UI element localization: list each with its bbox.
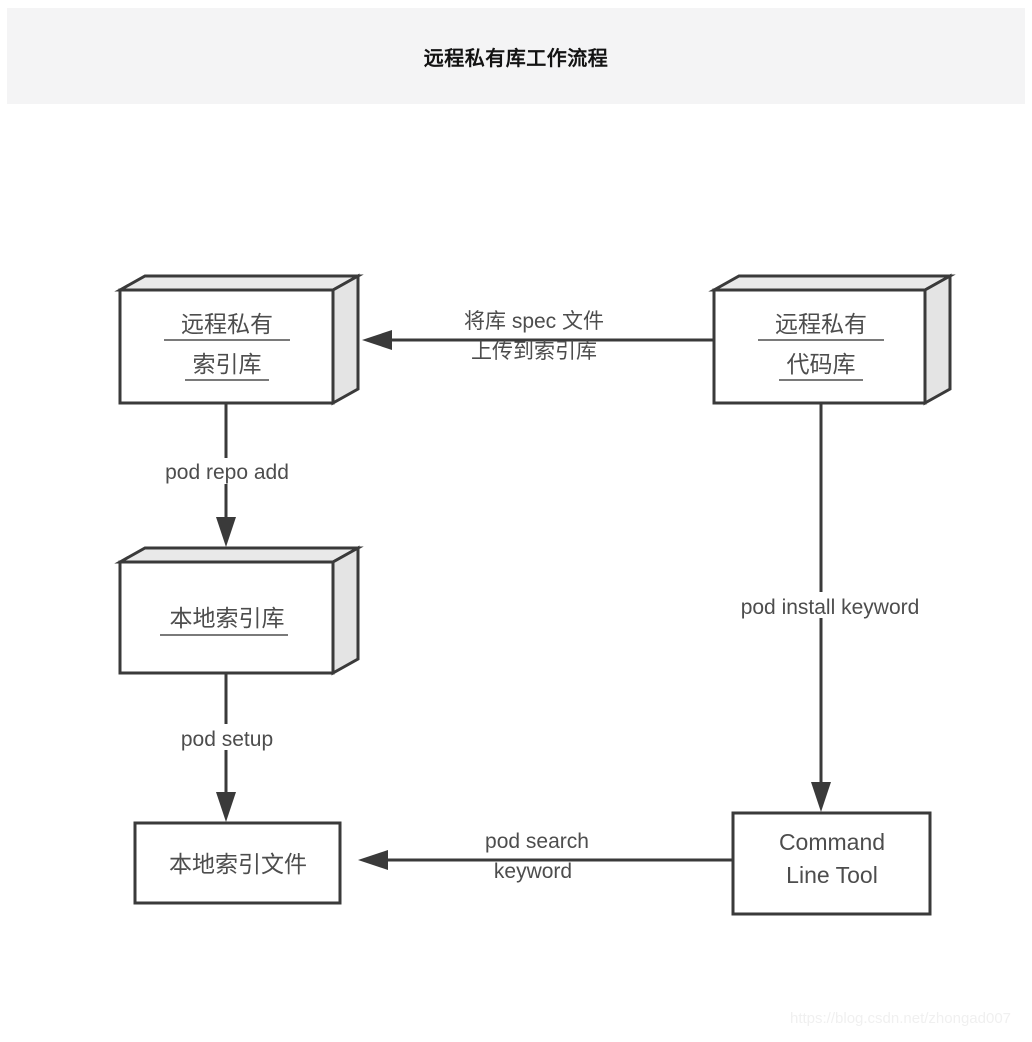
- watermark: https://blog.csdn.net/zhongad007: [790, 1010, 1011, 1027]
- node-remote-spec-repo[interactable]: 远程私有 索引库: [114, 273, 364, 406]
- edge-pod-setup: pod setup: [158, 670, 294, 822]
- node-label-line1: 远程私有: [181, 311, 273, 337]
- header-band: 远程私有库工作流程: [7, 8, 1025, 104]
- flowchart-diagram: pod repo add pod setup pod install keywo…: [114, 273, 1011, 1027]
- label-backdrop: [158, 724, 294, 750]
- label-backdrop: [703, 592, 957, 618]
- label-backdrop: [458, 826, 616, 854]
- node-label-line1: Command: [779, 829, 885, 855]
- edge-label-upload-spec-line1: 将库 spec 文件: [464, 310, 604, 333]
- edge-label-pod-setup: pod setup: [181, 728, 273, 751]
- arrow-head-icon: [358, 850, 388, 870]
- edge-label-pod-search-keyword-line2: keyword: [494, 860, 572, 883]
- edge-label-upload-spec-line2: 上传到索引库: [471, 340, 597, 363]
- node-label-line1: 本地索引文件: [169, 851, 307, 877]
- node-label-line1: 远程私有: [775, 311, 867, 337]
- node-label-line1: 本地索引库: [170, 605, 285, 631]
- edge-label-pod-repo-add: pod repo add: [165, 461, 289, 484]
- node-local-spec-repo[interactable]: 本地索引库: [114, 545, 364, 676]
- edge-pod-install-keyword: pod install keyword: [703, 398, 957, 812]
- arrow-head-icon: [811, 782, 831, 812]
- node-label-line2: Line Tool: [786, 862, 878, 888]
- arrow-head-icon: [362, 330, 392, 350]
- edge-label-pod-install-keyword: pod install keyword: [741, 596, 920, 619]
- node-label-line2: 代码库: [787, 351, 856, 377]
- node-label-line2: 索引库: [193, 351, 262, 377]
- arrow-head-icon: [216, 792, 236, 822]
- edge-pod-search-keyword: pod search keyword: [358, 826, 733, 883]
- node-command-line-tool[interactable]: Command Line Tool: [731, 811, 932, 916]
- page-title: 远程私有库工作流程: [423, 47, 609, 70]
- node-local-spec-file[interactable]: 本地索引文件: [133, 821, 342, 905]
- edge-label-pod-search-keyword-line1: pod search: [485, 830, 589, 853]
- label-backdrop: [142, 458, 310, 484]
- node-remote-code-repo[interactable]: 远程私有 代码库: [708, 273, 956, 406]
- edge-upload-spec: 将库 spec 文件 上传到索引库: [362, 306, 714, 363]
- edge-pod-repo-add: pod repo add: [142, 398, 310, 547]
- label-backdrop: [434, 306, 634, 334]
- arrow-head-icon: [216, 517, 236, 547]
